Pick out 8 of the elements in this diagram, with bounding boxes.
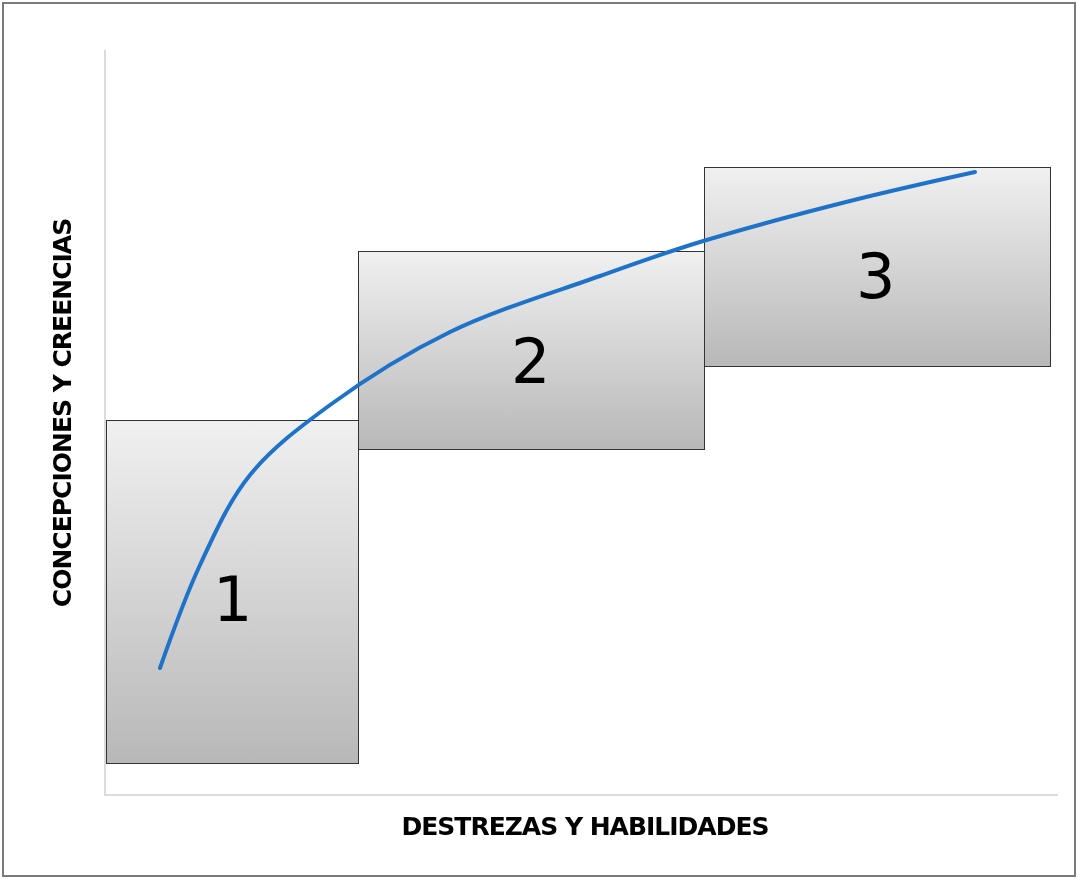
axis-label: CONCEPCIONES Y CREENCIAS — [47, 218, 77, 608]
step-box — [358, 251, 705, 450]
step-box — [106, 420, 359, 764]
axis-label: DESTREZAS Y HABILIDADES — [401, 811, 769, 841]
step-box — [704, 167, 1051, 367]
step-number: 3 — [856, 246, 896, 308]
step-number: 1 — [213, 569, 253, 631]
step-number: 2 — [511, 331, 551, 393]
